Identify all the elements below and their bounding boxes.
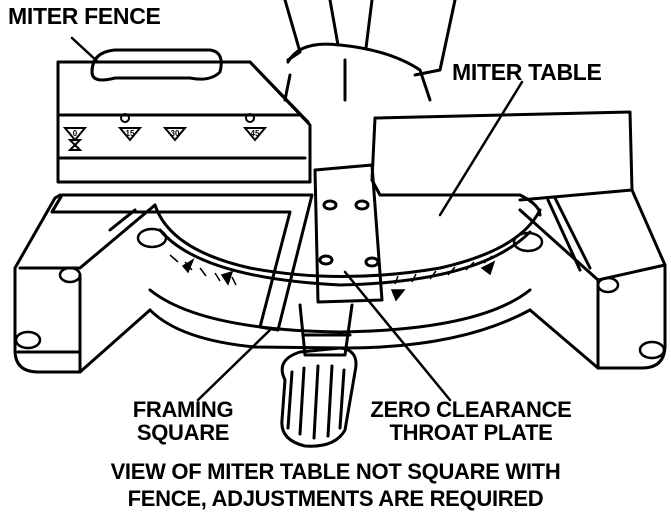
caption-line-1: VIEW OF MITER TABLE NOT SQUARE WITH	[110, 459, 561, 484]
fence-mark-0: 0	[73, 129, 78, 138]
saw-head-housing	[283, 0, 457, 102]
miter-saw-illustration: 0 15 30 45	[13, 0, 667, 448]
fence-mark-45: 45	[251, 129, 260, 138]
zero-clearance-label: ZERO CLEARANCE THROAT PLATE	[356, 398, 586, 444]
framing-square-label: FRAMING SQUARE	[118, 398, 248, 444]
miter-scale	[169, 254, 496, 302]
miter-table-label: MITER TABLE	[452, 59, 602, 85]
caption-line-2: FENCE, ADJUSTMENTS ARE REQUIRED	[127, 486, 544, 511]
throat-plate	[313, 163, 384, 304]
framing-square-label-line-1: FRAMING	[132, 397, 234, 422]
zero-clearance-label-line-1: ZERO CLEARANCE	[370, 397, 572, 422]
fence-angle-markers	[62, 113, 268, 151]
fence-mark-15: 15	[126, 129, 135, 138]
zero-clearance-label-line-2: THROAT PLATE	[389, 420, 553, 446]
miter-lock-knob	[280, 346, 358, 448]
miter-fence-left	[56, 60, 312, 184]
fence-handle	[90, 48, 223, 82]
miter-fence-right	[370, 110, 634, 202]
framing-square	[50, 193, 314, 332]
framing-square-label-line-2: SQUARE	[136, 420, 230, 446]
diagram-caption: VIEW OF MITER TABLE NOT SQUARE WITH FENC…	[0, 458, 671, 512]
base-bolt-holes	[14, 227, 666, 360]
fence-mark-30: 30	[171, 129, 180, 138]
saw-base	[13, 188, 667, 374]
miter-fence-label: MITER FENCE	[8, 3, 161, 29]
front-lock-assembly	[298, 303, 354, 357]
leader-lines	[70, 36, 524, 402]
